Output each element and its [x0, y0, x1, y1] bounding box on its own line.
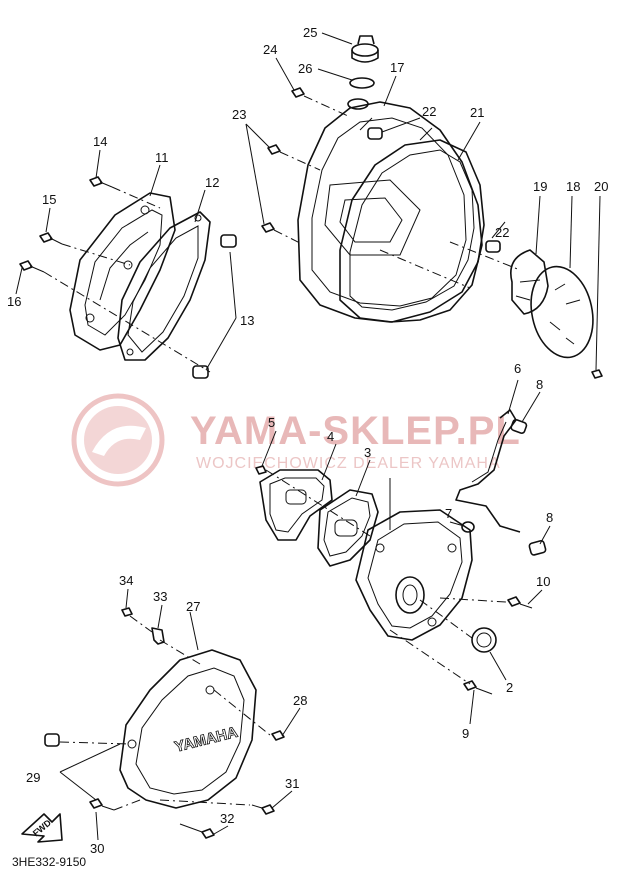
- callout-2: 2: [506, 680, 513, 695]
- callout-10: 10: [536, 574, 550, 589]
- callout-18: 18: [566, 179, 580, 194]
- watermark: YAMA-SKLEP.PL WOJCIECHOWICZ DEALER YAMAH…: [71, 393, 521, 487]
- generator-cover-gasket: [117, 211, 211, 361]
- bolt-28: [271, 730, 285, 741]
- callout-14: 14: [93, 134, 107, 149]
- callout-22-right: 22: [495, 225, 509, 240]
- generator-cover: [69, 192, 176, 351]
- callout-32: 32: [220, 811, 234, 826]
- callout-8-lower: 8: [546, 510, 553, 525]
- gasket-3: [317, 489, 379, 567]
- dash-lines-middle: [265, 379, 541, 685]
- callout-26: 26: [298, 61, 312, 76]
- dowel-pins-8: [510, 418, 547, 556]
- pressure-plate-18: [530, 265, 594, 359]
- callout-28: 28: [293, 693, 307, 708]
- washer-7: [461, 521, 475, 533]
- callout-21: 21: [470, 105, 484, 120]
- bolts-30-31-32: [89, 798, 275, 839]
- callout-17: 17: [390, 60, 404, 75]
- callout-16: 16: [7, 294, 21, 309]
- dowel-29: [44, 733, 60, 747]
- yamaha-logo-text: YAMAHA: [173, 724, 240, 756]
- forward-arrow-icon: FWD: [21, 813, 63, 843]
- bolts-14-15-16: [19, 176, 113, 273]
- watermark-title: YAMA-SKLEP.PL: [190, 409, 521, 453]
- bolt-20: [591, 369, 603, 379]
- crankcase-gasket: [339, 139, 485, 323]
- callout-11: 11: [155, 150, 169, 165]
- lock-washer-19: [510, 249, 549, 315]
- callout-13: 13: [240, 313, 254, 328]
- oil-pipe-6: [455, 409, 521, 533]
- crankcase-cover: [297, 98, 483, 323]
- bolts-23-24: [261, 87, 349, 245]
- callout-15: 15: [42, 192, 56, 207]
- callout-8-upper: 8: [536, 377, 543, 392]
- callout-9: 9: [462, 726, 469, 741]
- callout-5: 5: [268, 415, 275, 430]
- callout-4: 4: [327, 429, 334, 444]
- clutch-cover-27: YAMAHA: [119, 649, 257, 809]
- dowel-pins-13: [192, 234, 237, 379]
- o-ring-26: [349, 77, 375, 89]
- plug-2: [471, 627, 497, 653]
- dowel-pins-22: [367, 127, 501, 253]
- cover-1: [355, 509, 473, 641]
- callout-33: 33: [153, 589, 167, 604]
- bolt-34: [121, 607, 133, 617]
- callout-6: 6: [514, 361, 521, 376]
- gasket-4: [259, 469, 333, 541]
- callout-34: 34: [119, 573, 133, 588]
- callout-24: 24: [263, 42, 277, 57]
- callout-22-upper: 22: [422, 104, 436, 119]
- callout-7: 7: [445, 506, 452, 521]
- bolts-9-10: [463, 596, 533, 695]
- clip-33: [151, 627, 165, 645]
- callout-23: 23: [232, 107, 246, 122]
- callout-12: 12: [205, 175, 219, 190]
- diagram-code: 3HE332-9150: [12, 855, 86, 869]
- watermark-subtitle: WOJCIECHOWICZ DEALER YAMAHA: [196, 455, 501, 472]
- callout-29: 29: [26, 770, 40, 785]
- callout-19: 19: [533, 179, 547, 194]
- callout-3: 3: [364, 445, 371, 460]
- callout-25: 25: [303, 25, 317, 40]
- callout-31: 31: [285, 776, 299, 791]
- callout-20: 20: [594, 179, 608, 194]
- oil-filler-cap: [351, 35, 379, 63]
- dash-lines-left: [43, 164, 237, 373]
- callout-labels: 25 26 24 17 22 21 23 14 11 12 15 16 13 1…: [7, 25, 608, 856]
- dash-lines-upper-right: [379, 117, 521, 289]
- callout-27: 27: [186, 599, 200, 614]
- dash-lines-lower: [59, 611, 271, 811]
- bolt-5: [255, 465, 267, 475]
- callout-leaders: [15, 32, 601, 841]
- callout-30: 30: [90, 841, 104, 856]
